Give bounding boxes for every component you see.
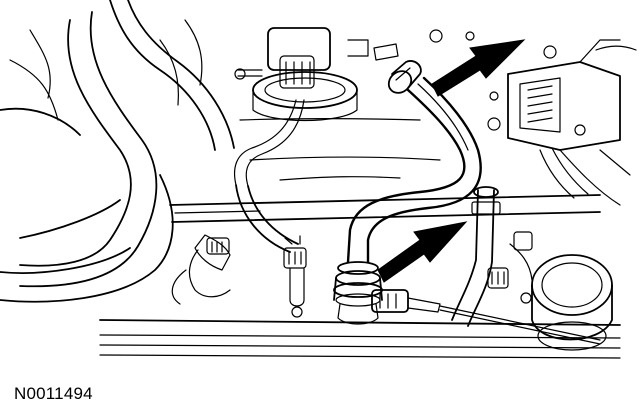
callout-arrow-upper-icon [431,39,526,97]
figure-id-label: N0011494 [14,384,93,403]
callout-arrow-lower-icon [377,221,468,283]
right-side-assembly [373,29,637,351]
top-connector-assembly [233,27,369,318]
left-hose-bundle [0,0,235,305]
main-vacuum-hose [333,60,601,345]
